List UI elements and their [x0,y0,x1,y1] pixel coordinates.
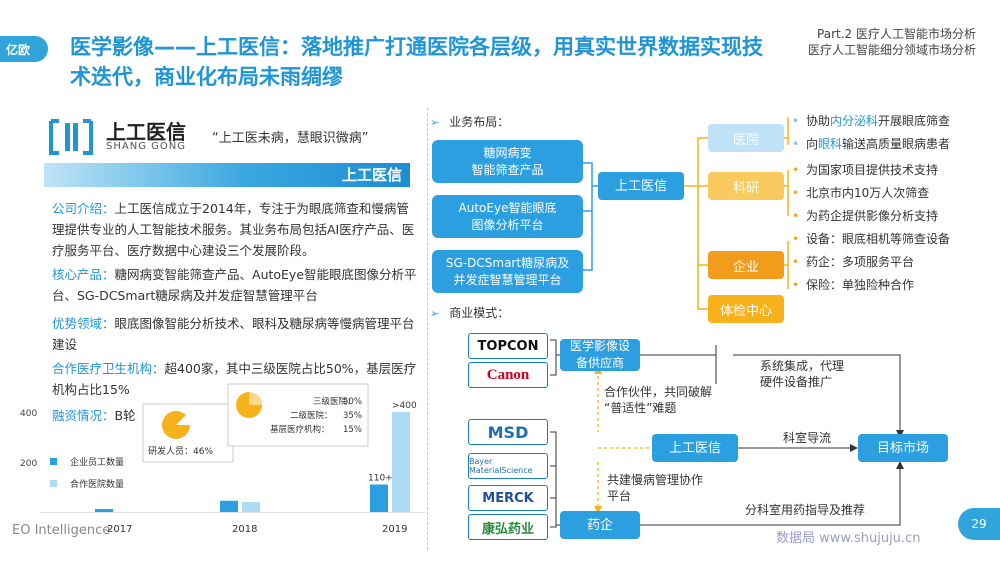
product-box-2: AutoEye智能眼底 图像分析平台 [432,195,583,238]
divider [427,108,428,550]
legend-label-hospital: 合作医院数量 [70,478,124,490]
business-bullets: •协助内分泌科开展眼底筛查 •向眼科输送高质量眼病患者 •为国家项目提供技术支持… [792,110,992,297]
product-box-1: 糖网病变 智能筛查产品 [432,140,583,183]
product-paragraph: 核心产品：糖网病变智能筛查产品、AutoEye智能眼底图像分析平台、SG-DCS… [52,264,420,306]
partner-paragraph: 合作医疗卫生机构：超400家，其中三级医院占比50%，基层医疗机构占比15% [52,358,420,400]
eo-logo: 亿欧 [0,36,48,62]
hospital-slice-value: 50% [343,397,362,407]
staff-callout-box [142,403,234,463]
company-title-bar: 上工医信 [44,163,410,187]
hospital-slice-label: 三级医院： [313,396,356,407]
x-tick-label: 2018 [232,524,257,535]
product-label: 核心产品： [52,267,115,282]
bullet-7: •药企：多项服务平台 [792,255,915,269]
canon-logo: Canon [468,362,548,388]
part-line-1: Part.2 医疗人工智能市场分析 [817,27,976,41]
funding-text: B轮 [114,408,136,423]
advantage-text: 眼底图像智能分析技术、眼科及糖尿病等慢病管理平台建设 [52,316,415,352]
x-tick-label: 2017 [107,524,132,535]
company-name: 上工医信 [106,120,186,144]
company-slogan: “上工医未病，慧眼识微病” [212,131,369,146]
staff-pie-label: 研发人员：46% [148,445,213,457]
legend-label-staff: 企业员工数量 [70,456,124,468]
bayer-logo: Bayer MaterialScience [468,453,548,479]
page-title: 医学影像——上工医信：落地推广打通医院各层级，用真实世界数据实现技术迭代，商业化… [70,35,763,89]
business-label-text: 业务布局： [449,115,510,129]
business-section-label: ➢ 业务布局： [430,113,509,130]
target-hospital: 医院 [708,124,784,152]
product-text: 糖网病变智能筛查产品、AutoEye智能眼底图像分析平台、SG-DCSmart糖… [52,267,417,303]
company-name-en: SHANG GONG [106,141,186,152]
bar-staff-2018 [220,500,238,512]
funding-label: 融资情况： [52,408,115,423]
legend-swatch-staff [50,458,57,465]
label-dept-drug: 分科室用药指导及推荐 [745,503,866,517]
data-label-hospital-2019: >400 [392,401,417,411]
x-tick-label: 2019 [382,524,407,535]
hospital-slice-value: 35% [343,411,362,421]
supplier-box: 医学影像设 备供应商 [560,339,640,371]
hospital-slice-value: 15% [343,425,362,435]
partner-label: 合作医疗卫生机构： [52,361,165,376]
bullet-2: •向眼科输送高质量眼病患者 [792,137,951,151]
funding-paragraph: 融资情况：B轮 [52,405,172,426]
topcon-logo: TOPCON [468,333,548,359]
bullet-6: •设备：眼底相机等筛查设备 [792,232,951,246]
page-number: 29 [958,508,1000,540]
bar-staff-2017 [95,509,113,512]
hospital-slice-label: 二级医院： [290,410,333,421]
intro-label: 公司介绍： [52,201,115,216]
hospital-slice-label: 基层医疗机构： [270,424,330,435]
target-research: 科研 [708,172,784,200]
bar-staff-2019 [370,484,388,512]
label-dept: 科室导流 [783,431,832,445]
section-breadcrumb: Part.2 医疗人工智能市场分析 医疗人工智能细分领域市场分析 [808,26,976,58]
kanghong-logo: 康弘药业 [468,514,548,540]
model-section-label: ➢ 商业模式： [430,304,509,321]
bar-hospital-2019 [392,412,410,512]
shanggong-logo-icon [49,119,93,155]
bullet-5: •为药企提供影像分析支持 [792,209,939,223]
footer-brand: EO Intelligence [12,523,111,538]
label-system: 系统集成，代理 硬件设备推广 [760,359,845,389]
intro-text: 上工医信成立于2014年，专注于为眼底筛查和慢病管理提供专业的人工智能技术服务。… [52,201,415,258]
advantage-label: 优势领域： [52,316,115,331]
bullet-3: •为国家项目提供技术支持 [792,163,939,177]
y-tick-label: 400 [20,409,37,419]
bullet-4: •北京市内10万人次筛查 [792,186,930,200]
watermark: 数据局 www.shujuju.cn [776,531,921,546]
hospital-pie-slice [249,392,262,405]
target-checkup-center: 体检中心 [708,295,784,323]
advantage-paragraph: 优势领域：眼底图像智能分析技术、眼科及糖尿病等慢病管理平台建设 [52,313,420,355]
target-market-box: 目标市场 [858,434,948,462]
business-center-box: 上工医信 [598,172,684,200]
model-label-text: 商业模式： [449,306,510,320]
label-chronic: 共建慢病管理协作 平台 [607,473,704,503]
model-center-box: 上工医信 [652,434,738,462]
bullet-8: •保险：单独险种合作 [792,278,915,292]
bar-hospital-2018 [242,502,260,512]
staff-pie-gap [176,415,191,425]
data-label-staff-2019: 110+ [368,474,393,484]
merck-logo: MERCK [468,485,548,511]
bullet-1: •协助内分泌科开展眼底筛查 [792,114,951,128]
y-tick-label: 200 [20,459,37,469]
partner-text: 超400家，其中三级医院占比50%，基层医疗机构占比15% [52,361,417,397]
label-partner: 合作伙伴，共同破解 “普适性”难题 [604,385,713,415]
part-line-2: 医疗人工智能细分领域市场分析 [807,43,976,57]
triangle-icon: ➢ [430,116,440,129]
pharma-box: 药企 [560,511,640,539]
intro-paragraph: 公司介绍：上工医信成立于2014年，专注于为眼底筛查和慢病管理提供专业的人工智能… [52,198,420,261]
triangle-icon: ➢ [430,307,440,320]
product-box-3: SG-DCSmart糖尿病及 并发症智慧管理平台 [432,250,583,293]
legend-swatch-hospital [50,480,57,487]
target-enterprise: 企业 [708,251,784,279]
msd-logo: MSD [468,419,548,445]
